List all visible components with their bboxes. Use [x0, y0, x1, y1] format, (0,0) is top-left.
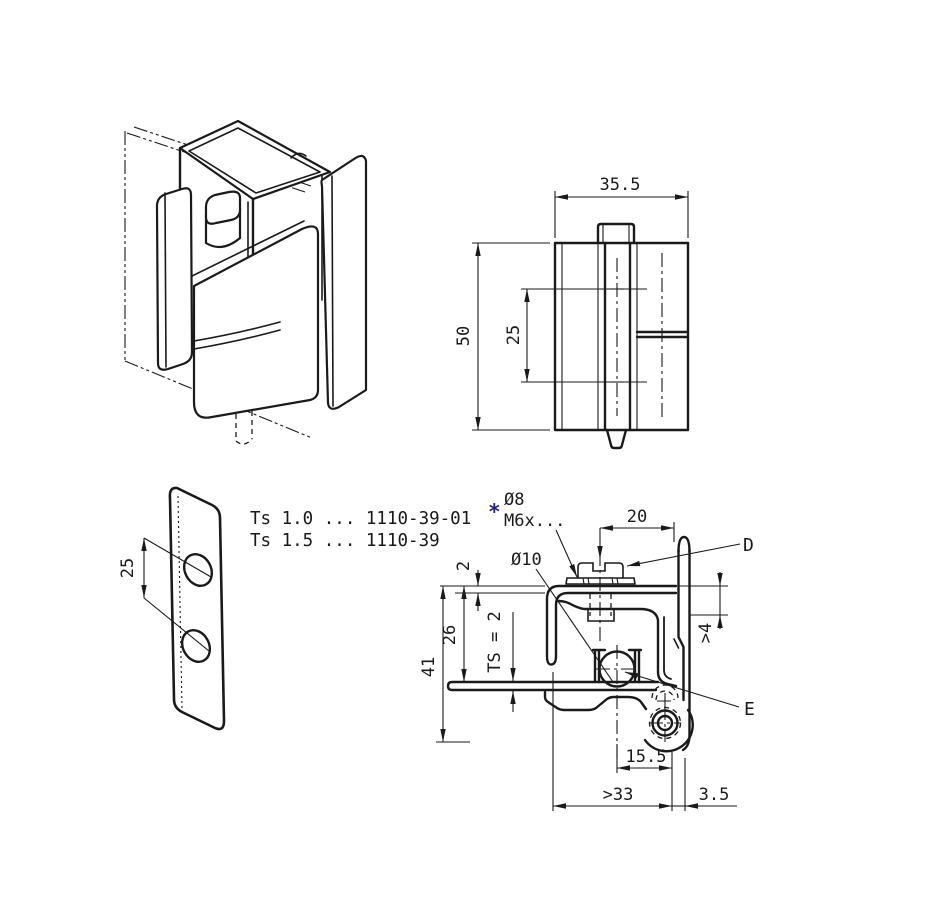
dim-25f-ext [521, 288, 647, 383]
dim-50-ext [472, 242, 550, 431]
door-sheet [446, 680, 660, 692]
dim-hole-spacing-text: 25 [504, 325, 524, 345]
dim-155-text: 15.5 [626, 747, 667, 767]
variant-row-2: Ts 1.5 ... 1110-39 [250, 531, 440, 551]
frame-wall-joggle [673, 638, 680, 649]
bottom-stub-hidden [235, 411, 253, 445]
asterisk-marker: * [488, 500, 501, 524]
dim-355-ext [554, 191, 689, 238]
frame-wall-inner [677, 548, 685, 702]
front-top-tab-inner [602, 224, 630, 243]
thread-leader [555, 529, 578, 578]
section-view: Ø8 * M6x... Ø10 D E 20 2 26 41 TS = 2 [419, 490, 755, 811]
lower-step-contour [543, 690, 648, 712]
frame-flange-bar [320, 154, 368, 410]
frame-flange-fold [331, 175, 334, 407]
dim-25p-ext2 [143, 597, 210, 652]
isometric-view [124, 119, 368, 445]
screw-dia-text: Ø8 [504, 490, 524, 510]
frame-wall-outer [681, 548, 691, 752]
channel-top-rim [178, 119, 332, 201]
leaf-clamp-bar [155, 187, 194, 371]
nut-body [587, 608, 615, 622]
screw-head [577, 562, 624, 579]
dim-gt4-text: >4 [696, 623, 716, 643]
bracket-under-contour [556, 599, 678, 688]
bracket-flange-and-wall [545, 584, 678, 666]
dim-20-text: 20 [627, 507, 647, 527]
dim-35-text: 3.5 [699, 785, 730, 805]
channel-top-notch [290, 152, 307, 159]
plate-hole-spacing-text: 25 [118, 558, 138, 578]
plate-outline [168, 486, 226, 731]
dim-height-text: 50 [454, 326, 474, 346]
channel-top-rim-inner [188, 127, 321, 194]
dim-ts-text: TS = 2 [485, 611, 505, 672]
leaf-clamp-fold [164, 192, 167, 368]
front-bottom-tab [605, 428, 628, 450]
front-top-tab [596, 222, 636, 245]
leaf-fold-band2 [193, 329, 281, 350]
pin-boss-top [204, 190, 242, 225]
knuckle-upper-cross [657, 693, 673, 709]
leaf-front-face [192, 225, 320, 419]
dim-gt33-text: >33 [603, 785, 634, 805]
variants-table: Ts 1.0 ... 1110-39-01 Ts 1.5 ... 1110-39 [250, 509, 471, 551]
variant-row-1: Ts 1.0 ... 1110-39-01 [250, 509, 471, 529]
pin-dia-text: Ø10 [511, 550, 542, 570]
dim-width-text: 35.5 [600, 175, 641, 195]
frame-wall-top [677, 535, 691, 554]
label-e-leader [624, 671, 740, 708]
front-view: 35.5 50 25 [454, 175, 690, 450]
washer-serrations [582, 577, 619, 585]
dim-41-text: 41 [419, 657, 439, 677]
panel-phantom-bottom-edge [124, 360, 313, 439]
dim-2-text: 2 [454, 561, 474, 571]
label-d-leader [626, 543, 741, 567]
plate-hole-bottom [180, 629, 212, 663]
leaf-top-lip-outer [189, 220, 305, 278]
thread-text: M6x... [504, 511, 565, 531]
bracket-inner-wall [663, 616, 672, 680]
label-e-text: E [744, 699, 755, 720]
knuckle-outer-lobe [643, 708, 694, 753]
plate-hole-top [182, 553, 214, 587]
dim-2-ext [440, 585, 545, 594]
dim-25p-ext1 [143, 537, 212, 578]
plate-bend-line [177, 495, 183, 711]
plate-view: 25 [118, 486, 226, 731]
knuckle-center-cross [649, 706, 681, 742]
knuckle-hidden-arcs [651, 684, 679, 701]
label-d-text: D [743, 535, 754, 556]
pin-dia-leader [535, 568, 614, 683]
leaf-fold-band1 [193, 321, 281, 342]
nut-hidden-thread [589, 594, 612, 616]
